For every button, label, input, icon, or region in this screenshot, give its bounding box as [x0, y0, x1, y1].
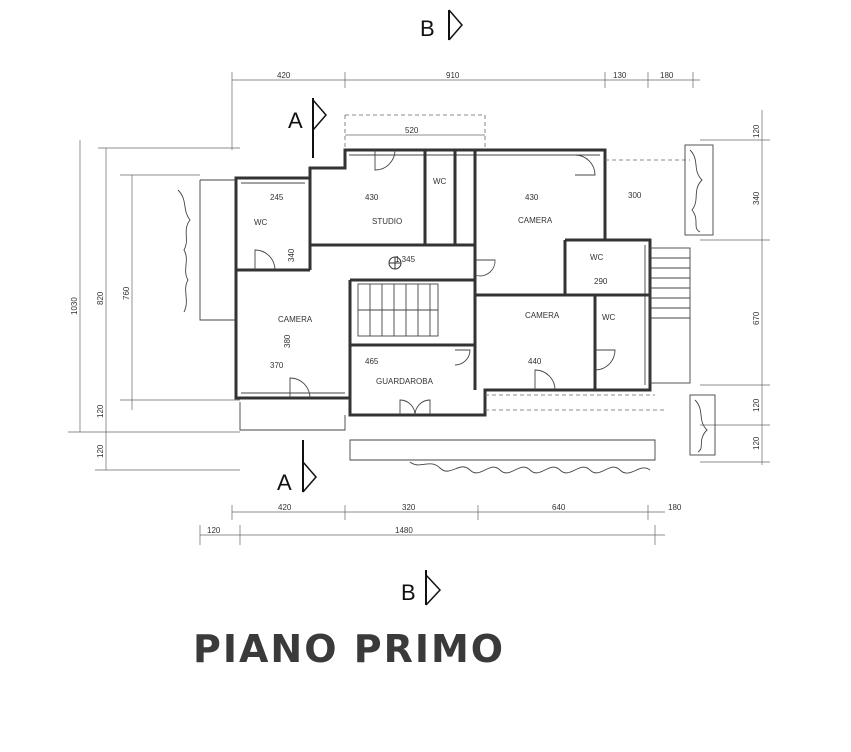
doors: [254, 149, 616, 416]
section-marker-a-top: A: [288, 98, 327, 158]
section-letter-b-top: B: [420, 16, 435, 41]
dim-guardaroba-w: 465: [365, 357, 379, 366]
dim-top-2: 910: [446, 71, 460, 80]
section-marker-a-bottom: A: [277, 440, 317, 495]
exterior-walls: [234, 148, 652, 417]
drawing-title: PIANO PRIMO: [193, 627, 505, 671]
staircase: [357, 283, 439, 337]
dim-camera2-w: 440: [528, 357, 542, 366]
room-label-wc-3: WC: [590, 253, 604, 262]
section-letter-a-bottom: A: [277, 470, 292, 495]
dim-wc1: 245: [270, 193, 284, 202]
dim-right-1: 120: [752, 124, 761, 138]
interior-walls: [236, 150, 650, 415]
dim-left-2: 820: [96, 291, 105, 305]
level-marker-icon: [388, 256, 402, 270]
dim-bottom-3: 640: [552, 503, 566, 512]
room-labels: STUDIO CAMERA CAMERA CAMERA GUARDAROBA W…: [254, 177, 616, 386]
section-marker-b-top: B: [420, 9, 463, 41]
dim-scala: 1.345: [395, 255, 416, 264]
dim-top-1: 420: [277, 71, 291, 80]
stair-right-external: [649, 247, 691, 384]
room-label-wc-4: WC: [602, 313, 616, 322]
dim-camera: 430: [525, 193, 539, 202]
dim-right-4: 120: [752, 398, 761, 412]
dim-bottom-4: 180: [668, 503, 682, 512]
room-label-studio: STUDIO: [372, 217, 402, 226]
dim-bottom-total: 1480: [395, 526, 413, 535]
dim-left-total: 1030: [70, 297, 79, 315]
room-label-wc-1: WC: [254, 218, 268, 227]
room-label-camera-1: CAMERA: [518, 216, 553, 225]
dim-studio: 430: [365, 193, 379, 202]
dim-bottom-5: 120: [207, 526, 221, 535]
top-dimension-chain: 420 910 130 180 520: [231, 71, 700, 150]
section-letter-a-top: A: [288, 108, 303, 133]
dim-right-5: 120: [752, 436, 761, 450]
dim-right-wc-w: 290: [594, 277, 608, 286]
dim-top-4: 180: [660, 71, 674, 80]
dim-left-4: 120: [96, 404, 105, 418]
bottom-dimension-chains: 420 320 640 180 120 1480: [199, 503, 682, 545]
dim-camera3-h: 380: [283, 334, 292, 348]
room-label-camera-2: CAMERA: [525, 311, 560, 320]
dim-bottom-1: 420: [278, 503, 292, 512]
dim-left-5: 120: [96, 444, 105, 458]
room-label-wc-2: WC: [433, 177, 447, 186]
dim-camera3-w: 370: [270, 361, 284, 370]
dim-right-terrace: 300: [628, 191, 642, 200]
dim-left-3: 760: [122, 286, 131, 300]
left-dimension-chains: 1030 820 760 120 120: [68, 140, 240, 471]
room-label-camera-3: CAMERA: [278, 315, 313, 324]
section-marker-b-bottom: B: [401, 570, 442, 606]
section-letter-b-bottom: B: [401, 580, 416, 605]
dim-bottom-2: 320: [402, 503, 416, 512]
dim-right-2: 340: [752, 191, 761, 205]
dim-studio-width: 520: [405, 126, 419, 135]
dim-right-3: 670: [752, 311, 761, 325]
room-label-guardaroba: GUARDAROBA: [376, 377, 434, 386]
right-dimension-chain: 120 340 670 120 120: [700, 110, 770, 465]
dim-wc1-h: 340: [287, 248, 296, 262]
interior-dimensions: 430 430 245 340 380 370 465 440 1.345 30…: [270, 191, 642, 370]
balconies: [177, 114, 716, 474]
dim-top-3: 130: [613, 71, 627, 80]
